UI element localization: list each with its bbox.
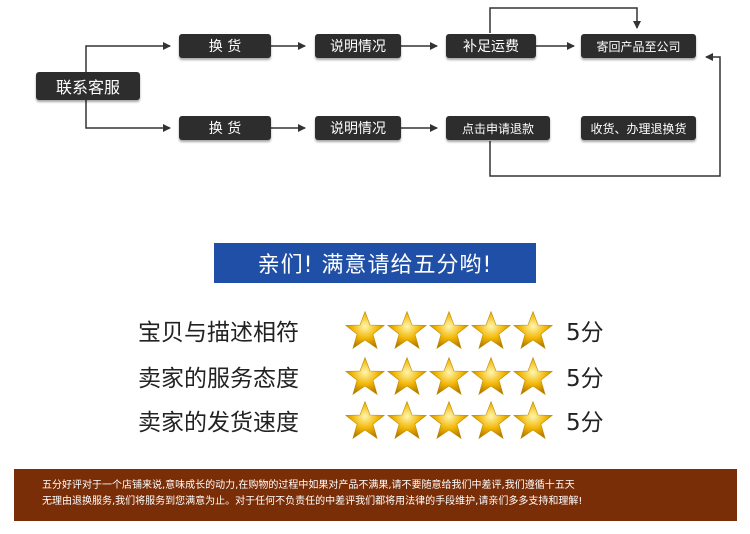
flow-box-top-explain: 说明情况 <box>315 34 401 58</box>
star-icon <box>470 356 512 396</box>
rating-score: 5分 <box>566 366 604 392</box>
star-icon <box>512 356 554 396</box>
rating-row-service: 卖家的服务态度 5分 <box>138 356 604 396</box>
rating-score: 5分 <box>566 320 604 346</box>
rating-label: 宝贝与描述相符 <box>138 320 299 346</box>
star-icon <box>470 310 512 350</box>
flow-box-bottom-refund: 点击申请退款 <box>446 116 550 140</box>
star-icon <box>428 310 470 350</box>
rating-label: 卖家的发货速度 <box>138 410 299 436</box>
flow-box-top-pay-shipping: 补足运费 <box>446 34 536 58</box>
star-icon <box>344 400 386 440</box>
star-icon <box>428 400 470 440</box>
star-icon <box>512 400 554 440</box>
star-rating <box>344 310 559 350</box>
rating-score: 5分 <box>566 410 604 436</box>
connector-start-to-bottom <box>85 98 171 132</box>
flow-box-bottom-explain: 说明情况 <box>315 116 401 140</box>
connector-start-to-top <box>85 42 171 75</box>
star-icon <box>386 310 428 350</box>
footer-text-line-1: 五分好评对于一个店铺来说,意味成长的动力,在购物的过程中如果对产品不满果,请不要… <box>42 480 575 491</box>
star-rating <box>344 400 559 440</box>
rating-label: 卖家的服务态度 <box>138 366 299 392</box>
return-process-flowchart: 联系客服 换 货 说明情况 补足运费 寄回产品至公司 换 货 说明情况 点击申请… <box>0 0 750 200</box>
rating-row-description: 宝贝与描述相符 5分 <box>138 310 604 350</box>
flow-box-top-exchange: 换 货 <box>179 34 271 58</box>
footer-text-line-2: 无理由退换服务,我们将服务到您满意为止。对于任何不负责任的中差评我们都将用法律的… <box>42 496 583 507</box>
star-icon <box>344 356 386 396</box>
flow-box-top-return-product: 寄回产品至公司 <box>581 34 696 58</box>
flow-box-bottom-receive: 收货、办理退换货 <box>581 116 696 140</box>
rating-row-shipping: 卖家的发货速度 5分 <box>138 400 604 440</box>
flow-box-start: 联系客服 <box>36 72 140 100</box>
star-icon <box>428 356 470 396</box>
flow-box-bottom-exchange: 换 货 <box>179 116 271 140</box>
star-icon <box>386 400 428 440</box>
connector-top-loop <box>489 7 641 33</box>
footer-notice: 五分好评对于一个店铺来说,意味成长的动力,在购物的过程中如果对产品不满果,请不要… <box>14 469 737 521</box>
star-icon <box>512 310 554 350</box>
connector-refund-loop <box>489 53 721 177</box>
five-star-request-banner: 亲们! 满意请给五分哟! <box>214 243 536 283</box>
star-rating <box>344 356 559 396</box>
star-icon <box>470 400 512 440</box>
star-icon <box>344 310 386 350</box>
star-icon <box>386 356 428 396</box>
flowchart-connectors <box>85 7 721 177</box>
